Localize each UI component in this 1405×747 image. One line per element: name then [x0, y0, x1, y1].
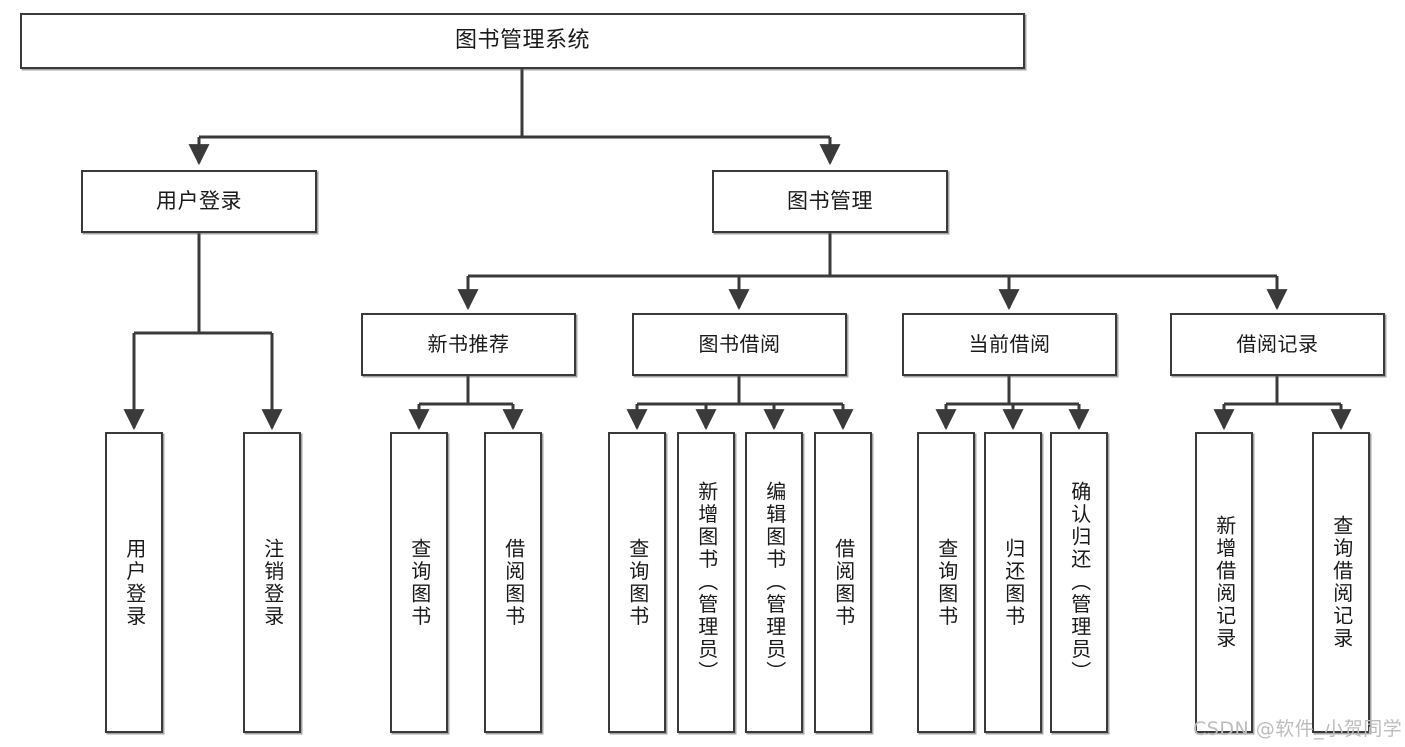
node-leaf-borrow-edit-book[interactable]: 编辑图书（管理员） [745, 432, 803, 733]
node-leaf-borrow-query-book[interactable]: 查询图书 [608, 432, 666, 733]
node-leaf-user-login-login[interactable]: 用户登录 [105, 432, 163, 733]
node-label: 注销登录 [260, 538, 285, 628]
node-current-borrow[interactable]: 当前借阅 [902, 313, 1117, 376]
node-leaf-current-confirm-return[interactable]: 确认归还（管理员） [1050, 432, 1108, 733]
node-label: 当前借阅 [968, 332, 1051, 356]
watermark-text: CSDN @软件_小贺同学 [1193, 718, 1403, 740]
node-book-borrow[interactable]: 图书借阅 [632, 313, 847, 376]
node-label: 用户登录 [122, 538, 147, 628]
node-leaf-record-add[interactable]: 新增借阅记录 [1195, 432, 1253, 733]
node-label: 归还图书 [1001, 538, 1026, 628]
node-label: 编辑图书（管理员） [762, 481, 787, 684]
node-label: 确认归还（管理员） [1067, 481, 1092, 684]
node-new-book-recommend[interactable]: 新书推荐 [361, 313, 576, 376]
node-leaf-user-login-logout[interactable]: 注销登录 [243, 432, 301, 733]
node-label: 借阅记录 [1236, 332, 1319, 356]
node-leaf-current-return-book[interactable]: 归还图书 [984, 432, 1042, 733]
node-book-management[interactable]: 图书管理 [712, 170, 948, 233]
node-label: 图书管理系统 [454, 28, 590, 54]
node-leaf-new-book-borrow[interactable]: 借阅图书 [484, 432, 542, 733]
node-label: 查询借阅记录 [1329, 515, 1354, 650]
node-label: 图书管理 [787, 189, 873, 214]
node-label: 查询图书 [625, 538, 650, 628]
node-root-system[interactable]: 图书管理系统 [20, 13, 1025, 69]
node-label: 新增借阅记录 [1212, 515, 1237, 650]
node-leaf-borrow-borrow-book[interactable]: 借阅图书 [814, 432, 872, 733]
node-borrow-record[interactable]: 借阅记录 [1170, 313, 1385, 376]
node-label: 查询图书 [934, 538, 959, 628]
node-leaf-new-book-query[interactable]: 查询图书 [390, 432, 448, 733]
node-user-login[interactable]: 用户登录 [81, 170, 317, 233]
node-leaf-record-query[interactable]: 查询借阅记录 [1312, 432, 1370, 733]
node-label: 新增图书（管理员） [694, 481, 719, 684]
node-label: 借阅图书 [501, 538, 526, 628]
node-label: 新书推荐 [427, 332, 510, 356]
node-label: 图书借阅 [698, 332, 781, 356]
node-label: 用户登录 [156, 189, 242, 214]
node-leaf-borrow-add-book[interactable]: 新增图书（管理员） [677, 432, 735, 733]
node-label: 借阅图书 [831, 538, 856, 628]
node-leaf-current-query-book[interactable]: 查询图书 [917, 432, 975, 733]
node-label: 查询图书 [407, 538, 432, 628]
